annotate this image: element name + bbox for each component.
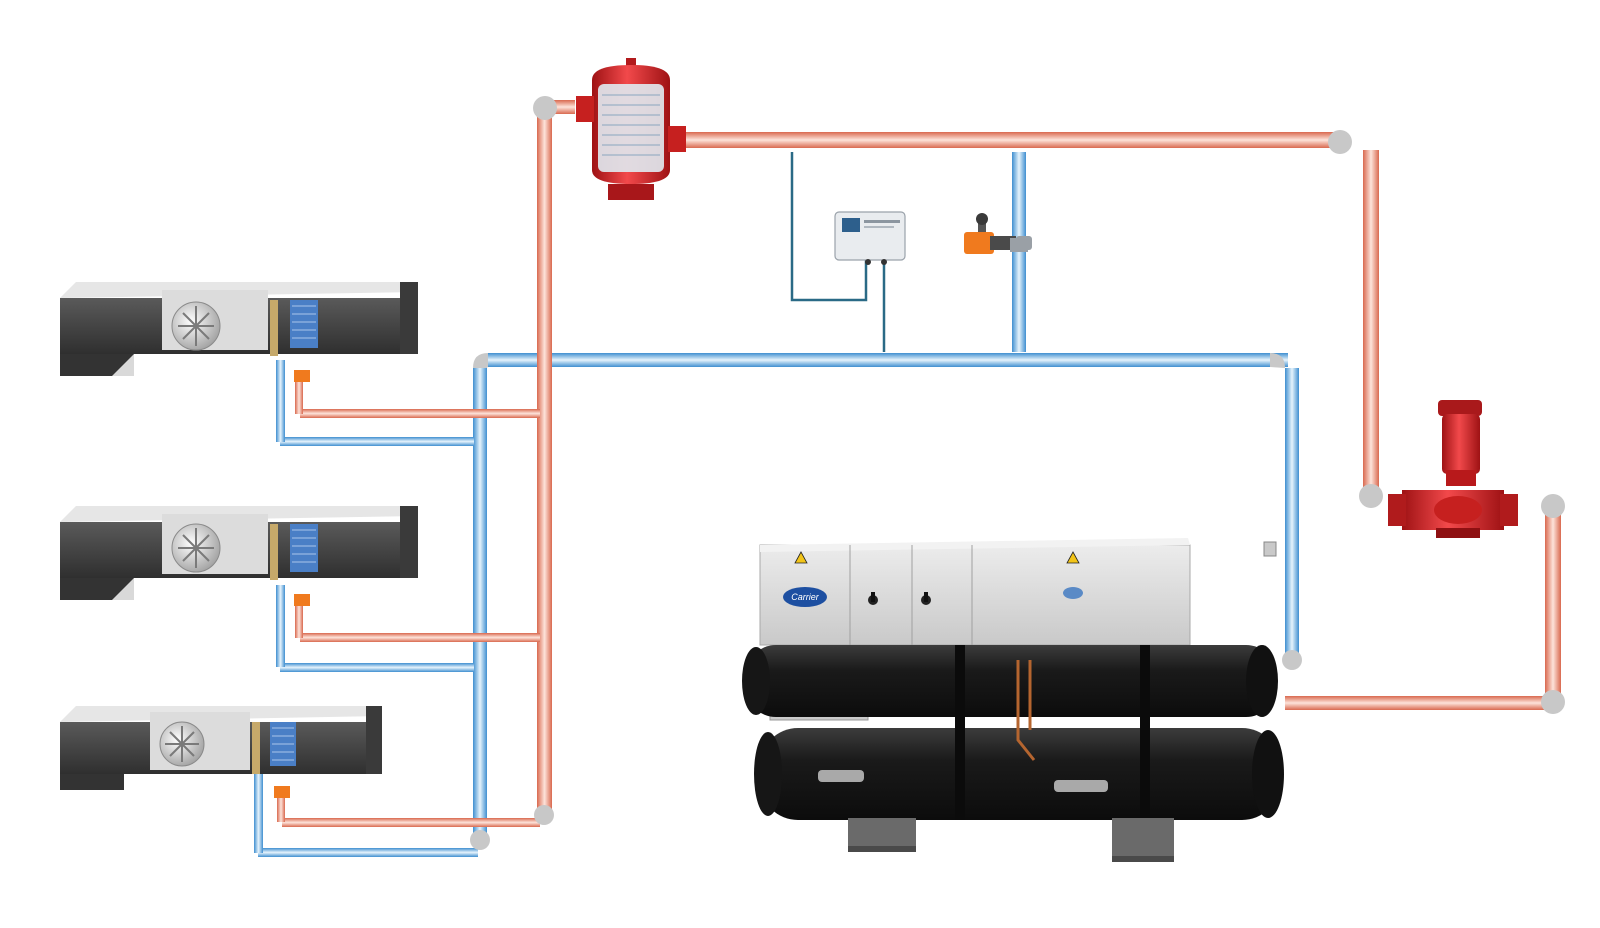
fan-coil-unit-3 bbox=[60, 706, 382, 798]
signal-wires bbox=[790, 152, 886, 352]
return-pipes bbox=[254, 152, 1302, 857]
supply-header-pipe bbox=[660, 132, 1340, 148]
circulation-pump bbox=[1388, 400, 1518, 538]
water-cooled-chiller: Carrier bbox=[742, 538, 1284, 862]
air-dirt-separator bbox=[576, 58, 686, 200]
chiller-return-pipe bbox=[1285, 368, 1299, 658]
controller-box bbox=[834, 211, 906, 265]
bypass-fitting bbox=[1010, 238, 1028, 252]
return-header-pipe bbox=[488, 353, 1288, 367]
fan-coil-unit-2 bbox=[60, 506, 418, 606]
carrier-logo: Carrier bbox=[791, 592, 820, 602]
chiller-supply-pipe bbox=[1285, 696, 1547, 710]
pump-suction-pipe bbox=[1363, 150, 1379, 490]
pump-discharge-pipe bbox=[1545, 510, 1561, 700]
supply-pipes bbox=[277, 96, 1565, 827]
carrier-logo-badge bbox=[783, 587, 827, 607]
fan-coil-unit-1 bbox=[60, 282, 418, 382]
return-riser-pipe bbox=[473, 368, 487, 840]
supply-riser-pipe bbox=[537, 115, 552, 815]
